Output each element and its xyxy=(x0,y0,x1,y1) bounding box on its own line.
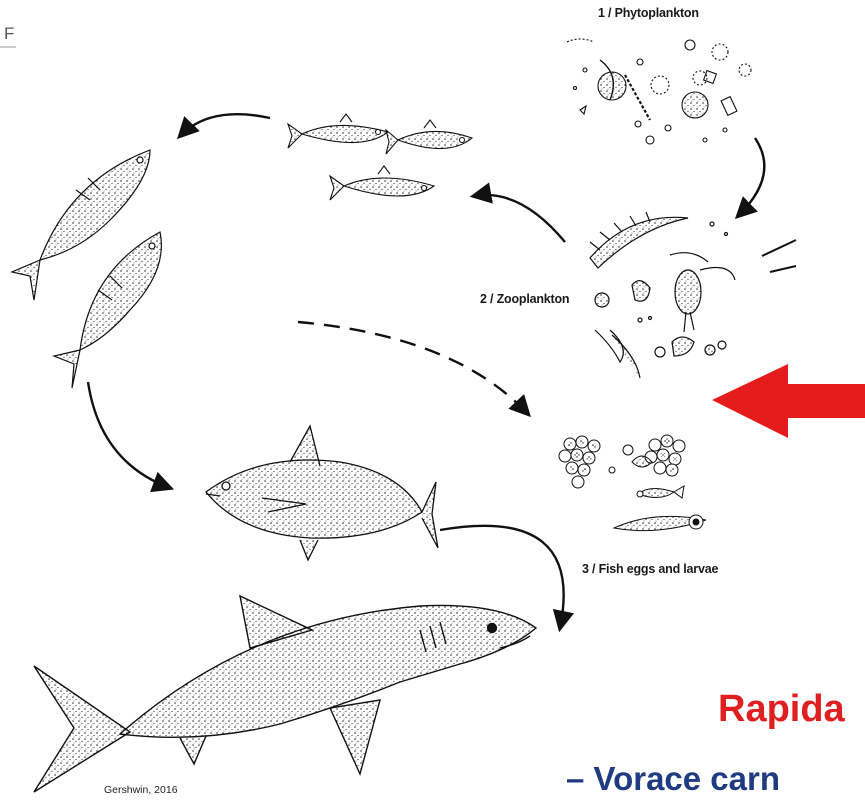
arrow-smallfish-to-mackerel xyxy=(180,114,270,136)
stray-character: F xyxy=(4,24,14,44)
zooplankton-label: 2 / Zooplankton xyxy=(480,292,569,306)
edge-line-1 xyxy=(762,240,796,256)
fish-eggs-larvae-cluster xyxy=(559,435,706,531)
zooplankton-cluster xyxy=(590,212,735,378)
edge-line-2 xyxy=(770,266,796,272)
arrow-phyto-to-zoo xyxy=(738,138,764,216)
mackerel-group xyxy=(12,150,161,388)
slide-heading: Rapida xyxy=(718,688,845,731)
fish-eggs-larvae-label: 3 / Fish eggs and larvae xyxy=(582,562,718,576)
mackerel-icon xyxy=(54,232,161,388)
source-credit: Gershwin, 2016 xyxy=(104,784,178,796)
small-fish-icon xyxy=(386,120,472,154)
shark-icon xyxy=(34,596,536,792)
small-fish-icon xyxy=(288,114,388,148)
arrow-mackerel-to-tuna xyxy=(88,382,170,488)
small-fish-icon xyxy=(330,166,434,200)
small-fish-school xyxy=(288,114,472,200)
arrow-left-icon xyxy=(712,364,865,438)
phytoplankton-cluster xyxy=(567,39,751,144)
phytoplankton-label: 1 / Phytoplankton xyxy=(598,6,699,20)
arrow-mackerel-to-eggs-dashed xyxy=(298,322,528,414)
slide-bullet: – Vorace carn xyxy=(566,760,780,798)
arrow-zoo-to-smallfish xyxy=(474,195,565,242)
tuna-icon xyxy=(206,426,438,560)
